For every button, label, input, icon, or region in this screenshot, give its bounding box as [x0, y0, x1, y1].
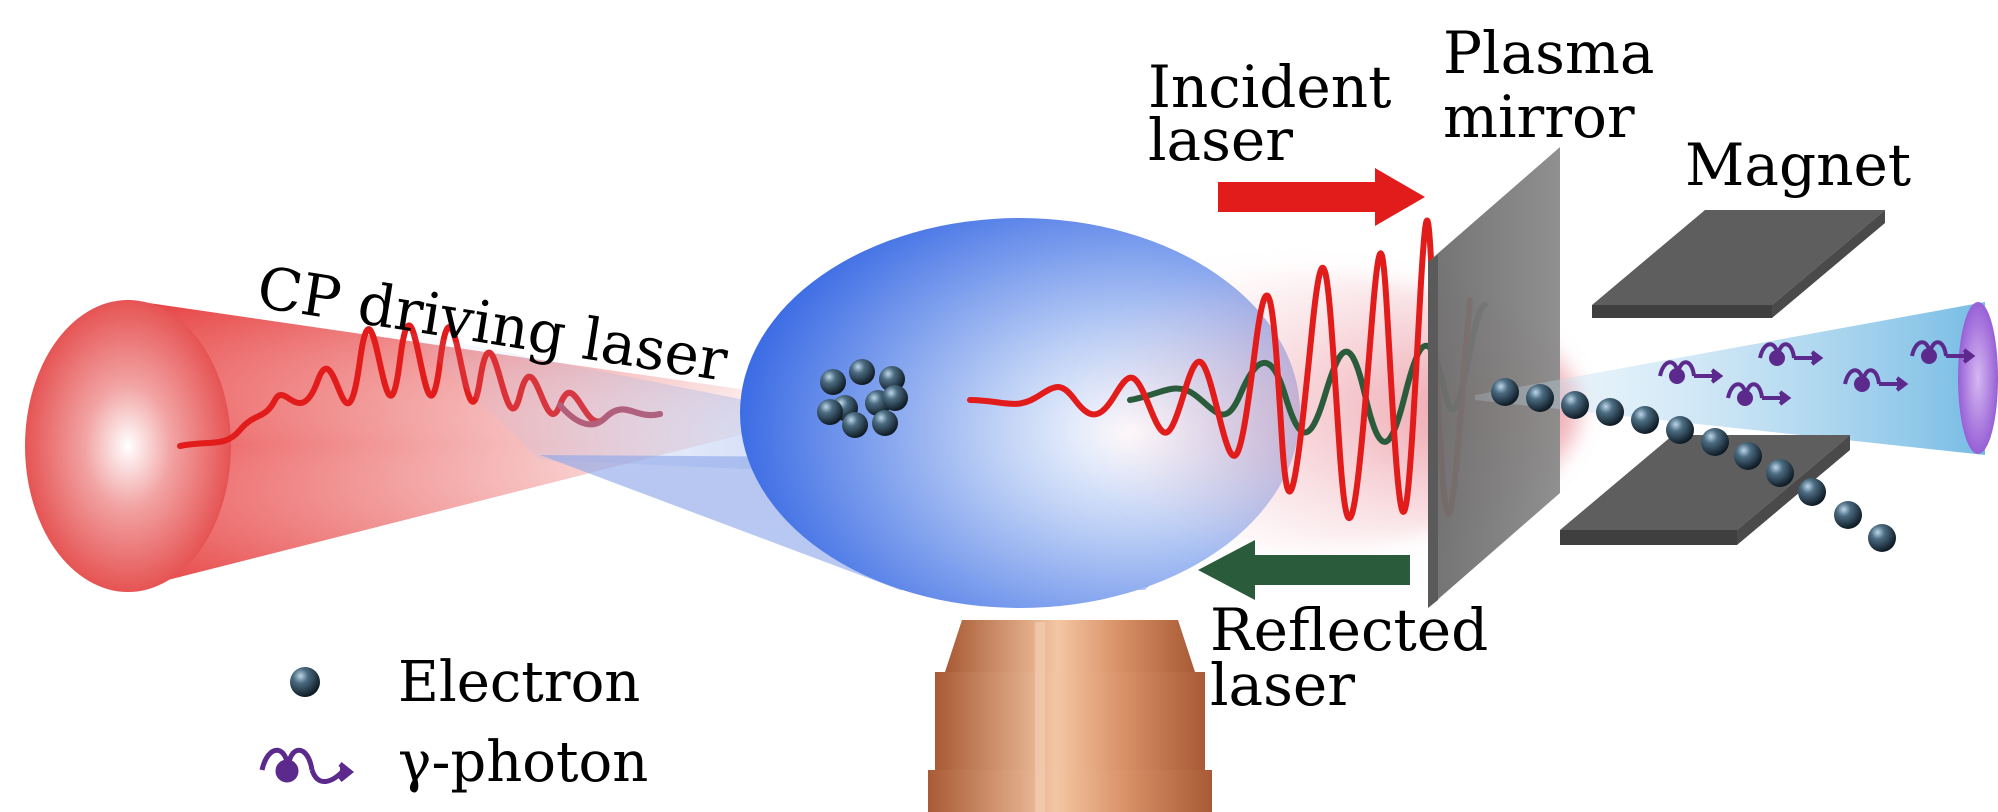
incident-wave: [967, 217, 1473, 521]
gamma-photon-icon: [1726, 382, 1792, 406]
plasma-mirror-label-line1: Plasma: [1443, 19, 1655, 87]
electron-beam: [1491, 378, 1896, 552]
gamma-photon-icon: [1658, 360, 1724, 384]
reflected-arrow: [1198, 540, 1410, 600]
focusing-cone: [395, 320, 770, 470]
gamma-photons: [1658, 340, 1976, 406]
magnet-label: Magnet: [1685, 131, 1912, 199]
incident-laser-label-line2: laser: [1148, 106, 1293, 174]
magnet-bottom: [1560, 435, 1850, 545]
gamma-photon-icon: [1758, 342, 1824, 366]
incident-laser-label-line1: Incident: [1148, 53, 1392, 121]
electron-cluster: [817, 359, 908, 438]
magnet-top: [1592, 210, 1885, 318]
incident-arrow: [1218, 168, 1425, 226]
legend-electron-label: Electron: [398, 650, 641, 715]
gamma-photon-icon: [1843, 368, 1909, 392]
parabolic-mirror-mount: [928, 620, 1212, 812]
legend-gamma-photon-icon: [259, 747, 355, 784]
gamma-photon-beam: [1475, 302, 1998, 455]
plasma-mirror-label-line2: mirror: [1443, 83, 1635, 151]
plasma-mirror: [1428, 147, 1560, 608]
gamma-photon-icon: [1910, 340, 1976, 364]
reflected-laser-label-line2: laser: [1210, 651, 1355, 719]
reflected-laser-label-line1: Reflected: [1210, 596, 1489, 664]
legend-gamma-photon-label: γ-photon: [398, 730, 649, 795]
legend-electron-icon: [290, 667, 320, 697]
